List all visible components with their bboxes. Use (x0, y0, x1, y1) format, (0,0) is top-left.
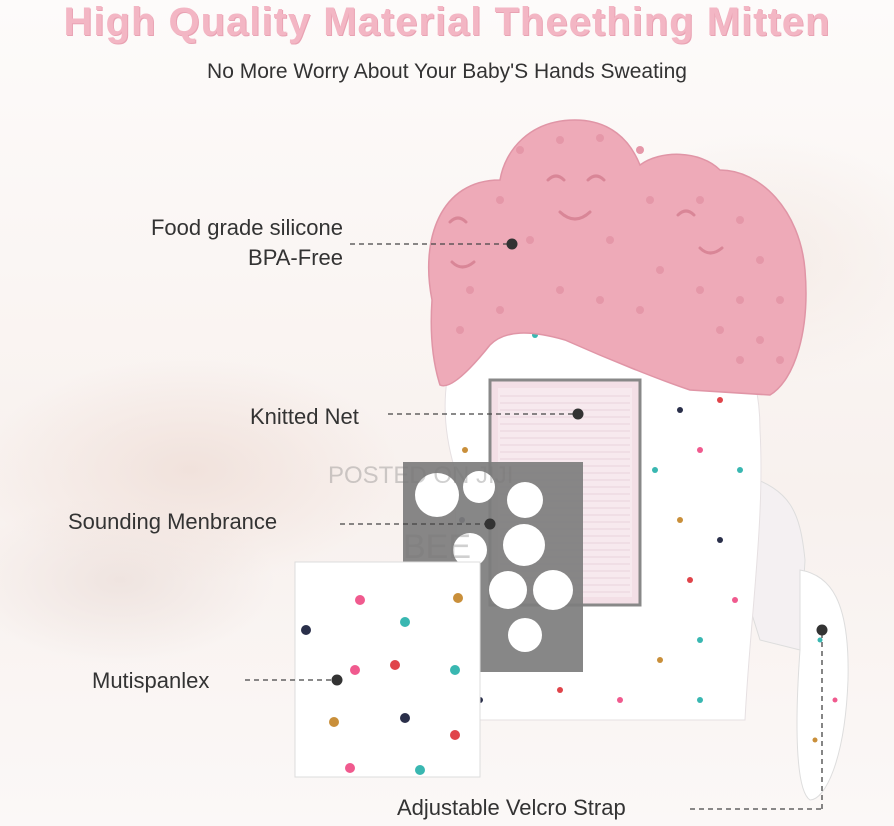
swatch-dot (390, 660, 400, 670)
fabric-dot (732, 597, 738, 603)
swatch-dot (450, 665, 460, 675)
swatch-dot (329, 717, 339, 727)
leader-lines (245, 243, 823, 810)
label-knitted-net: Knitted Net (250, 404, 359, 429)
silicone-bump (556, 286, 564, 294)
silicone-bump (496, 306, 504, 314)
silicone-bump (556, 136, 564, 144)
silicone-bump (466, 286, 474, 294)
membrane-marker (484, 518, 496, 530)
swatch-dot (355, 595, 365, 605)
swatch-dot (400, 713, 410, 723)
swatch-dot (350, 665, 360, 675)
label-velcro-strap: Adjustable Velcro Strap (397, 795, 626, 820)
fabric-dot (657, 657, 663, 663)
silicone-bump (736, 356, 744, 364)
fabric-dot (687, 577, 693, 583)
silicone-bump (736, 216, 744, 224)
page-subtitle: No More Worry About Your Baby'S Hands Sw… (207, 60, 687, 83)
silicone-bump (756, 256, 764, 264)
label-silicone-line1: Food grade silicone (150, 215, 343, 240)
silicone-bump (496, 196, 504, 204)
label-sounding-membrane: Sounding Menbrance (68, 509, 278, 534)
swatch-dot (400, 617, 410, 627)
silicone-bump (776, 296, 784, 304)
fabric-dot (737, 467, 743, 473)
fabric-dot (677, 517, 683, 523)
watermark-line2: BEE (403, 528, 472, 566)
fabric-dot (697, 447, 703, 453)
fabric-dot (462, 447, 468, 453)
silicone-bump (456, 326, 464, 334)
silicone-bump (516, 146, 524, 154)
page-title: High Quality Material Theething Mitten (63, 0, 831, 44)
silicone-bump (596, 296, 604, 304)
silicone-bump (716, 326, 724, 334)
fabric-dot (677, 407, 683, 413)
silicone-bump (736, 296, 744, 304)
watermark-line1: POSTED ON JIJI (328, 462, 514, 489)
fabric-dot (697, 637, 703, 643)
silicone-marker (506, 238, 518, 250)
silicone-bump (596, 134, 604, 142)
net-marker (572, 408, 584, 420)
silicone-bump (656, 266, 664, 274)
silicone-bump (636, 306, 644, 314)
fabric-dot (617, 697, 623, 703)
swatch-dot (450, 730, 460, 740)
silicone-top (428, 119, 807, 396)
silicone-bump (696, 196, 704, 204)
swatch-dot (415, 765, 425, 775)
fabric-dot (717, 537, 723, 543)
fabric-marker (331, 674, 343, 686)
silicone-bump (696, 286, 704, 294)
fabric-dot (717, 397, 723, 403)
swatch-dot (301, 625, 311, 635)
silicone-bump (526, 236, 534, 244)
swatch-dot (453, 593, 463, 603)
silicone-bump (646, 196, 654, 204)
silicone-bump (776, 356, 784, 364)
silicone-bump (756, 336, 764, 344)
label-silicone-line2: BPA-Free (248, 245, 343, 270)
swatch-dot (345, 763, 355, 773)
fabric-dot (557, 687, 563, 693)
fabric-dot (697, 697, 703, 703)
silicone-bump (636, 146, 644, 154)
label-fabric: Mutispanlex (92, 668, 210, 693)
fabric-dot (652, 467, 658, 473)
silicone-bump (606, 236, 614, 244)
strap-marker (816, 624, 828, 636)
fabric-swatch (294, 561, 481, 778)
